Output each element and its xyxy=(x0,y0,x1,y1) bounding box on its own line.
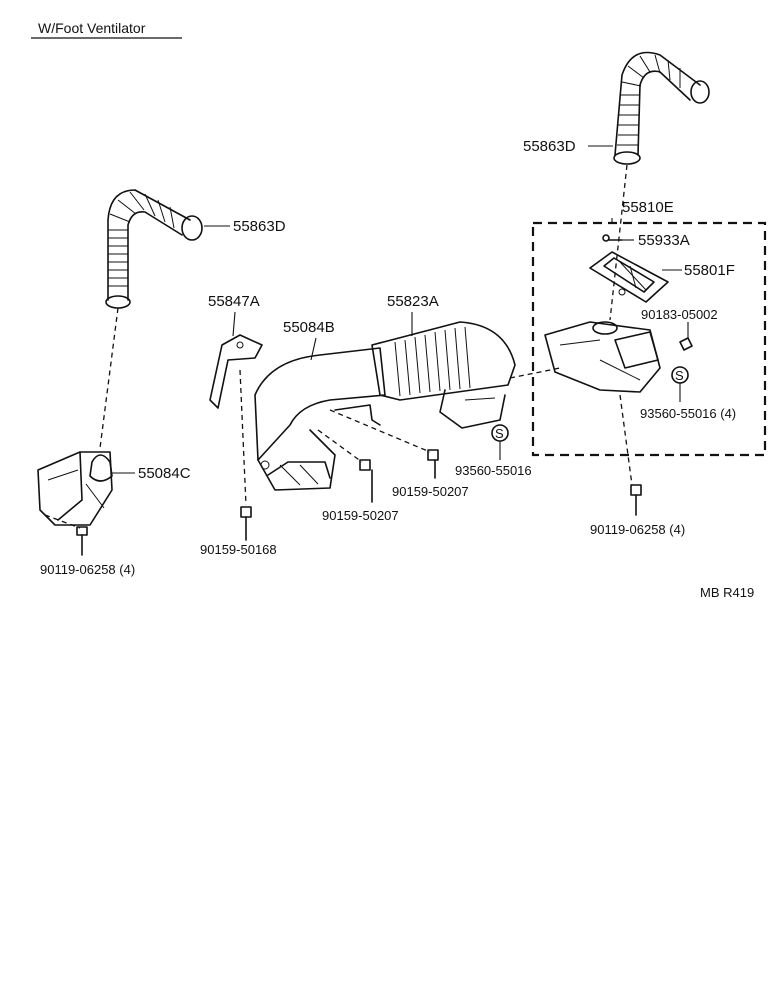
label-clip-top: 55933A xyxy=(638,232,690,249)
label-grommet-nut: 90183-05002 xyxy=(641,307,718,322)
main-duct-part xyxy=(254,347,386,491)
label-main-duct: 55084B xyxy=(283,319,335,336)
leader-bracket xyxy=(232,311,236,337)
label-bolt-low: 90159-50168 xyxy=(200,542,277,557)
label-damper: 55801F xyxy=(684,262,735,279)
label-screw-right: 93560-55016 (4) xyxy=(640,406,736,421)
label-bracket: 55847A xyxy=(208,293,260,310)
left-duct-part xyxy=(37,451,113,526)
ref-code: MB R419 xyxy=(700,585,754,600)
rear-duct-part xyxy=(371,321,516,429)
label-duct-left: 55084C xyxy=(138,465,191,482)
grommet-nut-icon xyxy=(679,337,693,351)
right-corrugated-hose xyxy=(613,51,710,165)
label-bolt-right: 90119-06258 (4) xyxy=(590,522,685,537)
screw-right-s: S xyxy=(675,368,684,383)
bolt-left-icon xyxy=(76,526,88,556)
right-duct-housing xyxy=(509,321,661,393)
label-bolt-center-b: 90159-50207 xyxy=(322,508,399,523)
dashline-bolt-low xyxy=(239,369,247,506)
label-hose-left: 55863D xyxy=(233,218,286,235)
bolt-low-icon xyxy=(240,506,252,541)
screw-center-s: S xyxy=(495,426,504,441)
label-bolt-center-a: 90159-50207 xyxy=(392,484,469,499)
assembly-dashed-box xyxy=(531,221,767,457)
leader-main-duct xyxy=(310,337,317,361)
label-bolt-left: 90119-06258 (4) xyxy=(40,562,135,577)
dashline-bolt-center-a xyxy=(329,409,431,453)
label-screw-center: 93560-55016 xyxy=(455,463,532,478)
left-corrugated-hose xyxy=(105,189,203,309)
damper-part xyxy=(589,251,669,303)
bolt-right-icon xyxy=(630,484,642,516)
label-assembly: 55810E xyxy=(622,199,674,216)
bracket-part xyxy=(209,334,263,409)
dashline-bolt-center-b xyxy=(317,429,363,463)
dashline-hose-right xyxy=(609,164,628,321)
label-rear-duct: 55823A xyxy=(387,293,439,310)
dashline-bolt-right xyxy=(619,394,633,486)
label-hose-right: 55863D xyxy=(523,138,576,155)
clip-top-icon xyxy=(602,234,623,242)
dashline-hose-left xyxy=(99,307,119,449)
bolt-center-a-icon xyxy=(427,449,439,479)
diagram-title: W/Foot Ventilator xyxy=(38,20,146,36)
bolt-center-b-icon xyxy=(359,459,373,503)
dashline-bolt-left xyxy=(44,514,81,529)
